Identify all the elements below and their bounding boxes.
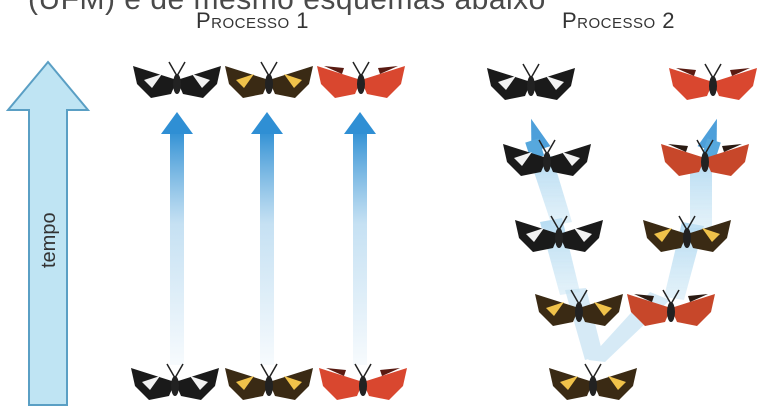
process-2-title: Processo 2 [562,8,676,33]
butterfly-black-yellow [534,289,624,327]
butterfly-red [316,61,406,99]
butterfly-red [318,363,408,401]
process-1-top-butterflies [132,61,406,99]
process-1-title: Processo 1 [196,8,310,33]
butterfly-black-white [502,139,592,177]
butterfly-red-black [626,289,716,327]
butterfly-black-yellow [642,215,732,253]
butterfly-red-black [660,139,750,177]
process-1-arrow-3 [344,112,376,365]
butterfly-black-yellow [224,363,314,401]
butterfly-black-yellow [224,61,314,99]
butterfly-black-white [486,63,576,101]
butterfly-black-white [130,363,220,401]
time-arrow [5,60,91,406]
cutoff-header-text: (UFM) e de mesmo esquemas abaixo [28,0,546,17]
time-axis-label: tempo [38,212,60,268]
process-1-arrow-1 [161,112,193,365]
process-1-bottom-butterflies [130,363,408,401]
process-2-butterflies [486,63,758,401]
butterfly-black-white [514,215,604,253]
process-1-arrow-2 [251,112,283,365]
butterfly-black-yellow [548,363,638,401]
process-1-arrows [161,112,376,365]
butterfly-black-white [132,61,222,99]
butterfly-red [668,63,758,101]
